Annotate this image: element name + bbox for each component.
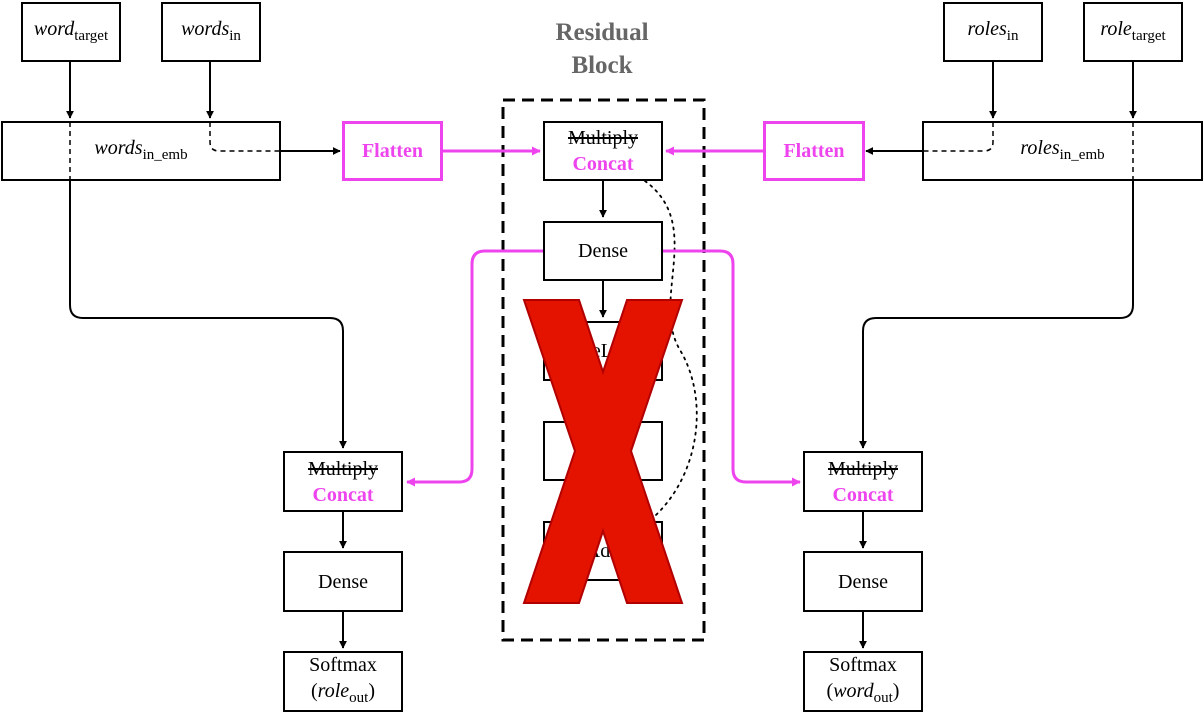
right-softmax-label: Softmax [829,654,897,676]
left-dense-box: Dense [283,551,403,612]
role-target-main: role [1100,17,1132,40]
left-concat-label: Concat [312,483,374,506]
residual-add-label: Add [585,540,621,562]
residual-concat-box: Multiply Concat [543,121,663,181]
left-dense-label: Dense [318,570,368,593]
left-out-sub: out [349,690,369,706]
input-word-target: wordtarget [21,2,121,62]
roles-in-sub: in [1006,27,1019,44]
residual-dense2-label: Dense [578,440,628,462]
right-multiply-label: Multiply [827,457,898,480]
input-words-in: wordsin [161,2,261,62]
left-multiply-label: Multiply [307,457,378,480]
roles-emb-sub: in_emb [1059,146,1105,163]
flatten-right-box: Flatten [763,121,865,181]
dash-words-in [209,122,281,152]
residual-relu-box: ReLU [543,321,663,381]
left-out-main: role [317,680,350,702]
residual-concat-label: Concat [572,153,634,175]
residual-skip-connection [644,180,698,523]
role-target-sub: target [1131,27,1166,44]
word-target-sub: target [74,27,109,44]
residual-add-box: Add [543,521,663,581]
input-role-target: roletarget [1083,2,1183,62]
arrow-role-target-right-multiply [859,180,1134,449]
residual-multiply-label: Multiply [567,127,638,149]
arrow-dense-left-concat [406,249,543,487]
residual-block-border [501,98,706,642]
residual-dense-box: Dense [543,221,663,281]
roles-in-emb-box: rolesin_emb [922,121,1203,181]
right-out-sub: out [873,690,893,706]
words-emb-sub: in_emb [142,146,188,163]
dash-roles-in [922,122,994,152]
right-softmax-box: Softmax (wordout) [803,651,923,712]
words-emb-main: words [94,136,143,159]
words-in-emb-box: wordsin_emb [1,121,281,181]
input-roles-in: rolesin [943,2,1043,62]
words-in-sub: in [229,27,241,44]
roles-in-main: roles [967,17,1007,40]
left-softmax-box: Softmax (roleout) [283,651,403,712]
title-line-1: Residual [555,19,649,46]
right-dense-box: Dense [803,551,923,612]
arrow-word-target-left-multiply [69,180,347,449]
flatten-left-label: Flatten [361,140,424,162]
residual-dense2-box: Dense [543,421,663,481]
left-concat-box: Multiply Concat [283,451,403,512]
flatten-right-label: Flatten [783,140,845,162]
arrow-dense-right-concat [663,249,801,487]
right-dense-label: Dense [838,570,888,593]
residual-relu-label: ReLU [578,340,628,362]
roles-emb-main: roles [1020,136,1060,159]
words-in-main: words [181,17,230,40]
right-out-main: word [833,680,874,702]
right-concat-label: Concat [832,483,894,506]
flatten-left-box: Flatten [342,121,443,181]
left-softmax-label: Softmax [309,654,377,676]
residual-block-title: Residual Block [512,16,692,82]
title-line-2: Block [571,52,633,79]
right-concat-box: Multiply Concat [803,451,923,512]
residual-dense-label: Dense [578,240,628,262]
word-target-main: word [33,17,75,40]
